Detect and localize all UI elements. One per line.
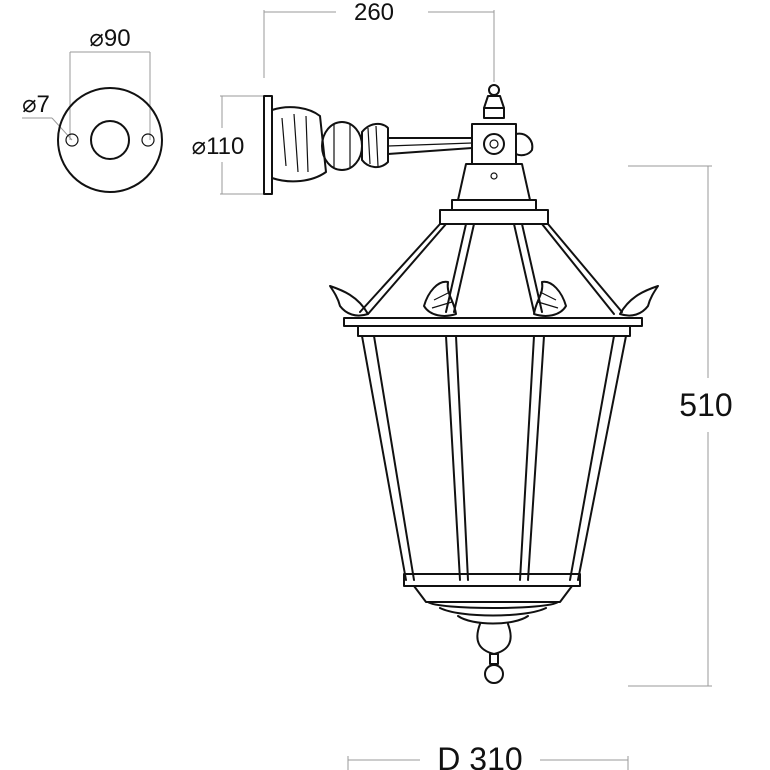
lantern-hub [439,84,549,225]
dim-label-plate-diameter: ⌀110 [192,133,245,160]
dim-label-lantern-diameter: D 310 [437,741,522,770]
dim-label-height: 510 [679,387,732,423]
wall-bracket-side-view [263,95,473,195]
dim-label-hole-spacing: ⌀90 [89,25,130,52]
wall-plate-front-view [57,87,163,193]
lantern-body [361,335,627,587]
dim-label-arm-length: 260 [354,0,394,26]
lantern-roof [329,223,659,337]
dimension-lines [22,10,712,770]
lantern-base [413,585,573,684]
dim-label-hole-diameter: ⌀7 [22,91,50,118]
